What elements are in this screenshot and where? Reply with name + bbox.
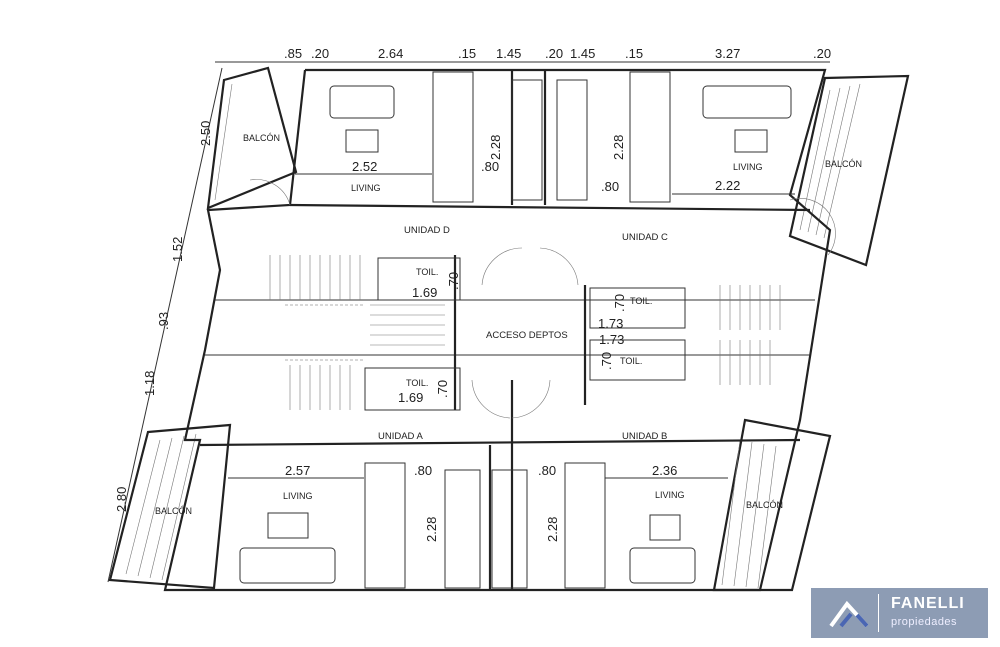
kitchen-counters <box>364 71 671 589</box>
toilet-label: TOIL. <box>630 296 652 306</box>
logo-separator <box>878 594 879 632</box>
dim-label: .80 <box>601 179 619 194</box>
toilet-label: TOIL. <box>406 378 428 388</box>
dim-label: 1.73 <box>598 316 623 331</box>
unit-dimensions: 2.52 .80 2.28 1.69 .70 2.22 .80 2.28 1.7… <box>228 135 795 542</box>
dim-label: 2.28 <box>488 135 503 160</box>
dim-label: 2.22 <box>715 178 740 193</box>
living-label: LIVING <box>283 491 313 501</box>
dim-label: 3.27 <box>715 46 740 61</box>
left-dimensions: 2.50 1.52 .93 1.18 2.80 <box>114 121 213 512</box>
living-label: LIVING <box>655 490 685 500</box>
balcony-top-right <box>788 74 910 267</box>
dim-label: 2.57 <box>285 463 310 478</box>
dim-label: 2.52 <box>352 159 377 174</box>
dim-label: 2.80 <box>114 487 129 512</box>
dim-label: .85 <box>284 46 302 61</box>
unit-a-label: UNIDAD A <box>378 431 424 442</box>
dim-label: .15 <box>625 46 643 61</box>
dim-label: 2.64 <box>378 46 403 61</box>
logo-subtitle: propiedades <box>891 616 958 628</box>
dim-label: .80 <box>481 159 499 174</box>
dim-label: 2.28 <box>545 517 560 542</box>
dim-label: .70 <box>446 272 461 290</box>
dim-label: 1.52 <box>170 237 185 262</box>
dim-label: 2.28 <box>611 135 626 160</box>
toilet-label: TOIL. <box>416 267 438 277</box>
mountain-logo-icon <box>829 600 869 628</box>
toilet-label: TOIL. <box>620 356 642 366</box>
dim-label: 2.28 <box>424 517 439 542</box>
dim-label: .70 <box>612 294 627 312</box>
doors <box>249 179 836 419</box>
dim-label: 1.69 <box>398 390 423 405</box>
access-label: ACCESO DEPTOS <box>486 330 568 341</box>
left-dimension-line <box>107 67 223 583</box>
living-label: LIVING <box>351 183 381 193</box>
dim-label: .20 <box>545 46 563 61</box>
balcony-label: BALCÓN <box>746 500 783 510</box>
logo-brand: FANELLI <box>891 595 965 612</box>
dim-label: .70 <box>599 352 614 370</box>
fanelli-logo: FANELLI propiedades <box>811 588 988 638</box>
unit-b-label: UNIDAD B <box>622 431 667 442</box>
dim-label: 1.69 <box>412 285 437 300</box>
dim-label: .20 <box>311 46 329 61</box>
balcony-bottom-right <box>712 418 832 592</box>
dim-label: .80 <box>414 463 432 478</box>
balcony-label: BALCÓN <box>243 133 280 143</box>
unit-c-label: UNIDAD C <box>622 232 668 243</box>
dim-label: .15 <box>458 46 476 61</box>
balcony-label: BALCÓN <box>155 506 192 516</box>
dim-label: 1.18 <box>142 371 157 396</box>
unit-d-label: UNIDAD D <box>404 225 450 236</box>
dim-label: .93 <box>156 312 171 330</box>
dim-label: .70 <box>435 380 450 398</box>
dim-label: 2.50 <box>198 121 213 146</box>
dim-label: .80 <box>538 463 556 478</box>
dim-label: 2.36 <box>652 463 677 478</box>
balcony-label: BALCÓN <box>825 159 862 169</box>
sofas-and-tables <box>239 85 792 584</box>
dim-label: 1.73 <box>599 332 624 347</box>
dim-label: 1.45 <box>496 46 521 61</box>
top-dimensions: .85 .20 2.64 .15 1.45 .20 1.45 .15 3.27 … <box>284 46 831 61</box>
balcony-top-left <box>206 66 298 210</box>
stairs <box>269 255 781 410</box>
balcony-bottom-left <box>108 423 232 590</box>
living-label: LIVING <box>733 162 763 172</box>
dim-label: .20 <box>813 46 831 61</box>
dim-label: 1.45 <box>570 46 595 61</box>
